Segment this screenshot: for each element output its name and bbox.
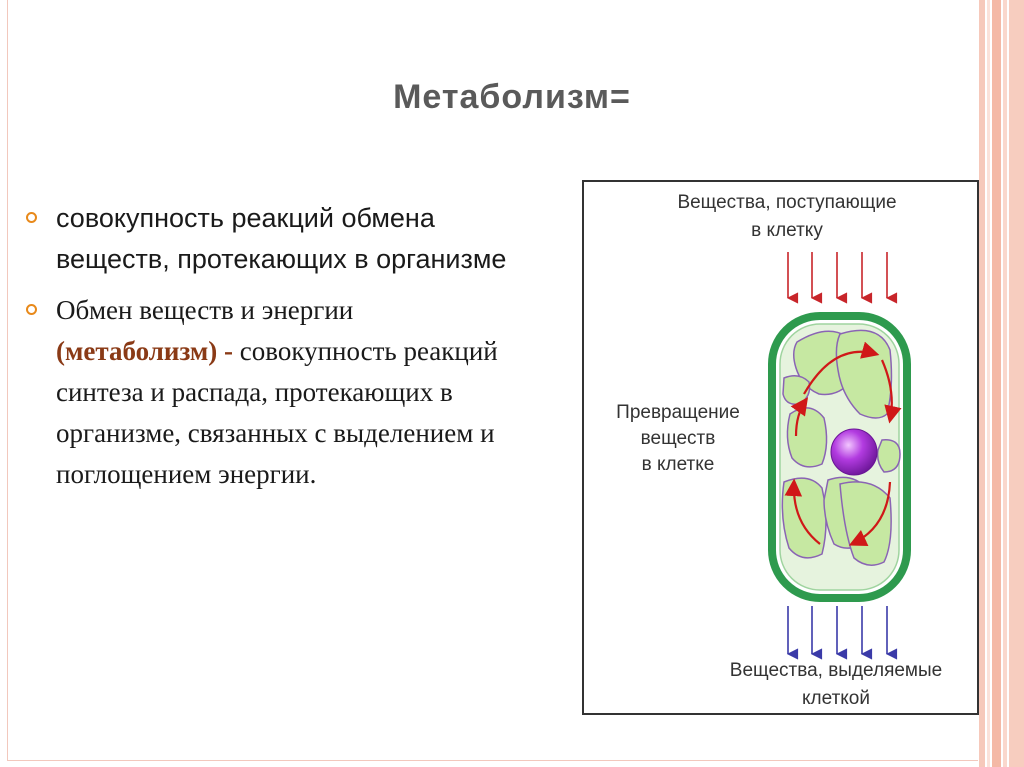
cell-diagram-svg: Вещества, поступающие в клетку	[584, 182, 977, 713]
label-incoming-line2: в клетку	[751, 220, 823, 241]
bullet-ring-icon	[26, 304, 37, 315]
bullet-text-1: совокупность реакций обмена веществ, про…	[56, 203, 506, 274]
slide-title: Метаболизм=	[0, 78, 1024, 117]
label-transform-line3: в клетке	[642, 454, 715, 475]
label-transform-line2: веществ	[641, 428, 716, 449]
bullet-text-2-prefix: Обмен веществ и энергии	[56, 295, 353, 325]
cell-metabolism-diagram: Вещества, поступающие в клетку	[582, 180, 979, 715]
bullet-item-2: Обмен веществ и энергии (метаболизм) - с…	[26, 290, 556, 495]
bullet-item-1: совокупность реакций обмена веществ, про…	[26, 198, 556, 280]
plant-cell	[772, 316, 907, 598]
outgoing-arrows	[788, 606, 887, 654]
label-outgoing-line2: клеткой	[802, 688, 870, 709]
label-outgoing-line1: Вещества, выделяемые	[730, 660, 942, 681]
nucleus	[831, 429, 877, 475]
bullet-text-2-highlight: (метаболизм) -	[56, 336, 233, 366]
label-incoming-line1: Вещества, поступающие	[677, 192, 896, 213]
bullet-ring-icon	[26, 212, 37, 223]
bullet-list: совокупность реакций обмена веществ, про…	[26, 198, 556, 495]
incoming-arrows	[788, 252, 887, 298]
label-transform-line1: Превращение	[616, 402, 740, 423]
